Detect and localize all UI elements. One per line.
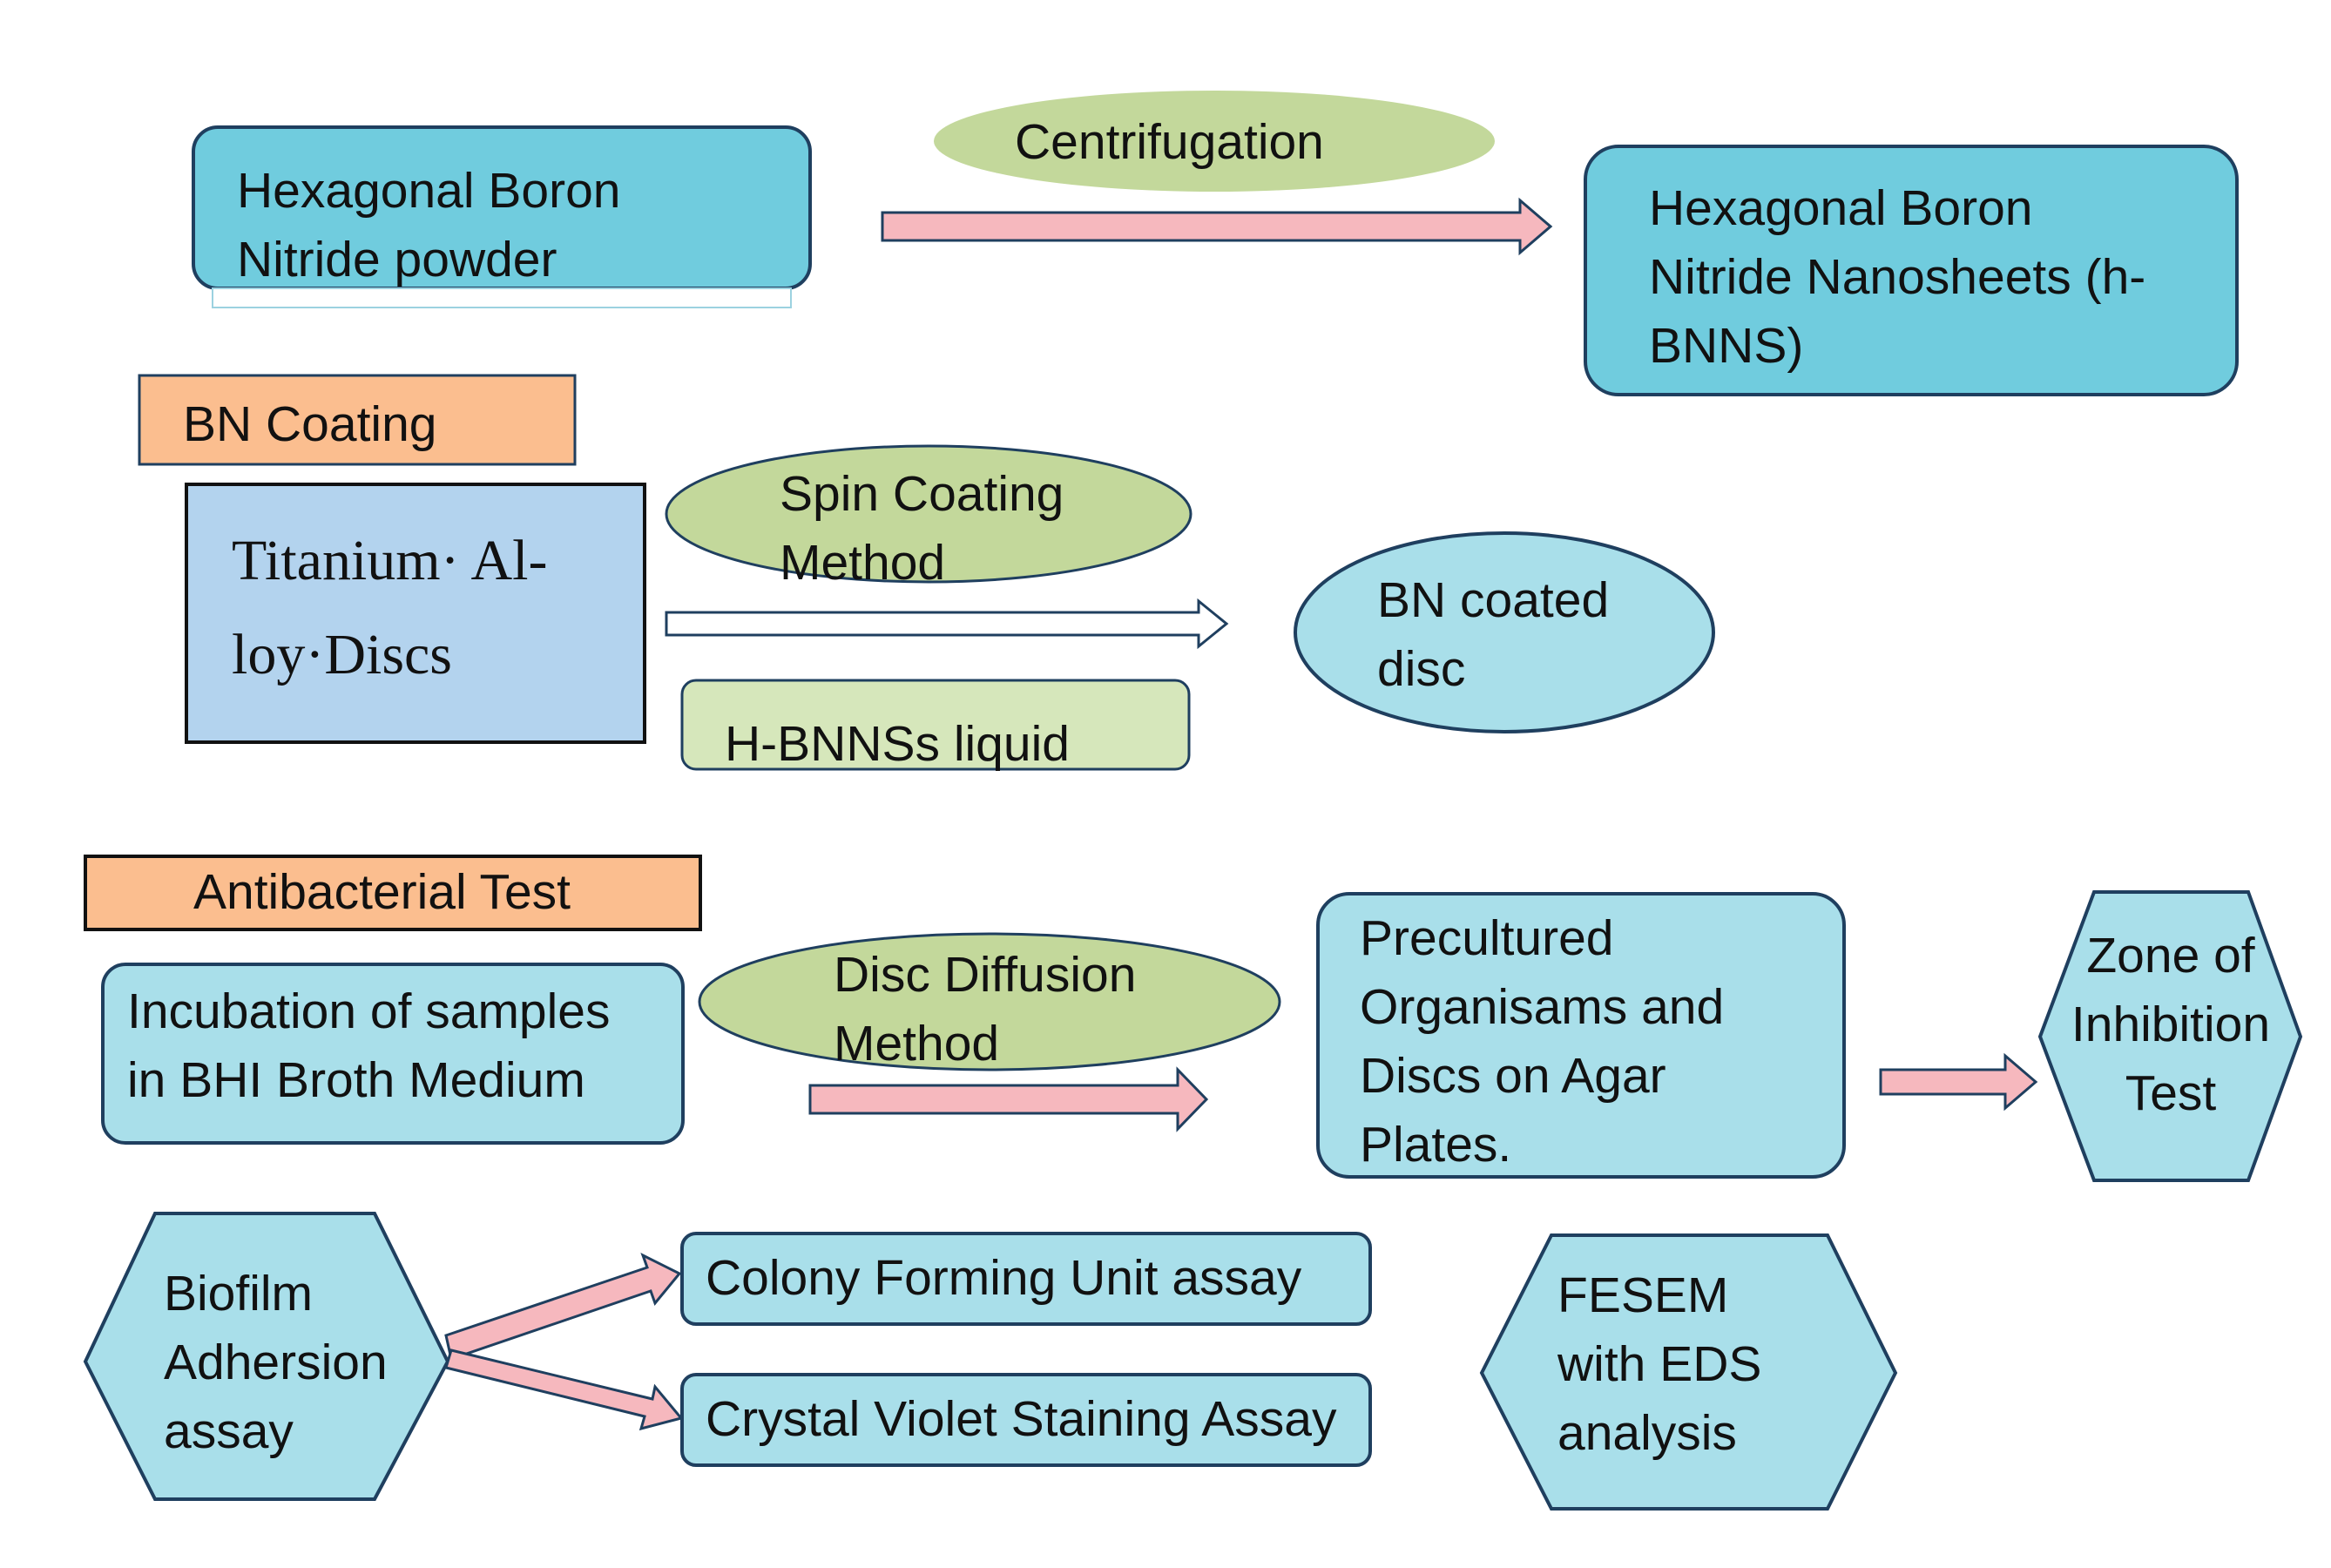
fesem-label: FESEM with EDS analysis: [1557, 1267, 1762, 1461]
zone-hexagon: [2037, 890, 2303, 1182]
crystal-violet-label: Crystal Violet Staining Assay: [706, 1391, 1337, 1447]
disc-diffusion-oval: [698, 932, 1281, 1071]
titanium-discs-box: [185, 483, 646, 744]
centrifugation-oval: [934, 91, 1495, 192]
centrifugation-arrow: [881, 197, 1553, 256]
spin-coating-label: Spin Coating Method: [780, 466, 1064, 591]
antibacterial-section-label: Antibacterial Test: [193, 864, 571, 920]
bn-coated-disc-label: BN coated disc: [1377, 572, 1610, 697]
crystal-violet-box: [680, 1373, 1372, 1467]
cfu-box: [680, 1232, 1372, 1326]
precultured-box: [1316, 892, 1846, 1179]
biofilm-adhesion-label: Biofilm Adhersion assay: [164, 1266, 388, 1459]
zone-label: Zone of Inhibition Test: [2071, 928, 2271, 1121]
liquid-box: [680, 679, 1191, 771]
powder-box-underline: [212, 287, 792, 308]
bn-coated-disc-oval: [1294, 531, 1715, 733]
bn-coating-label-box: [138, 374, 577, 466]
bn-coating-section-label: BN Coating: [183, 396, 437, 452]
powder-label: Hexagonal Boron Nitride powder: [237, 163, 621, 287]
spin-coating-oval: [665, 444, 1193, 584]
disc-diffusion-arrow: [808, 1066, 1209, 1132]
spin-coating-arrow: [665, 598, 1229, 650]
centrifugation-label: Centrifugation: [1015, 114, 1324, 170]
incubation-label: Incubation of samples in BHI Broth Mediu…: [127, 983, 611, 1108]
cfu-arrow: [444, 1252, 682, 1361]
cfu-label: Colony Forming Unit assay: [706, 1250, 1302, 1306]
titanium-discs-label: Titanium· Al- loy·Discs: [232, 529, 548, 686]
liquid-label: H-BNNSs liquid: [725, 716, 1070, 772]
incubation-box: [101, 963, 685, 1145]
crystal-violet-arrow: [444, 1348, 684, 1431]
antibacterial-label-box: [84, 855, 702, 931]
disc-diffusion-label: Disc Diffusion Method: [834, 947, 1137, 1071]
nanosheets-box: [1584, 145, 2239, 396]
nanosheets-label: Hexagonal Boron Nitride Nanosheets (h- B…: [1649, 180, 2146, 374]
precultured-arrow: [1879, 1052, 2038, 1112]
precultured-label: Precultured Organisams and Discs on Agar…: [1360, 910, 1725, 1173]
fesem-hexagon: [1479, 1233, 1898, 1511]
